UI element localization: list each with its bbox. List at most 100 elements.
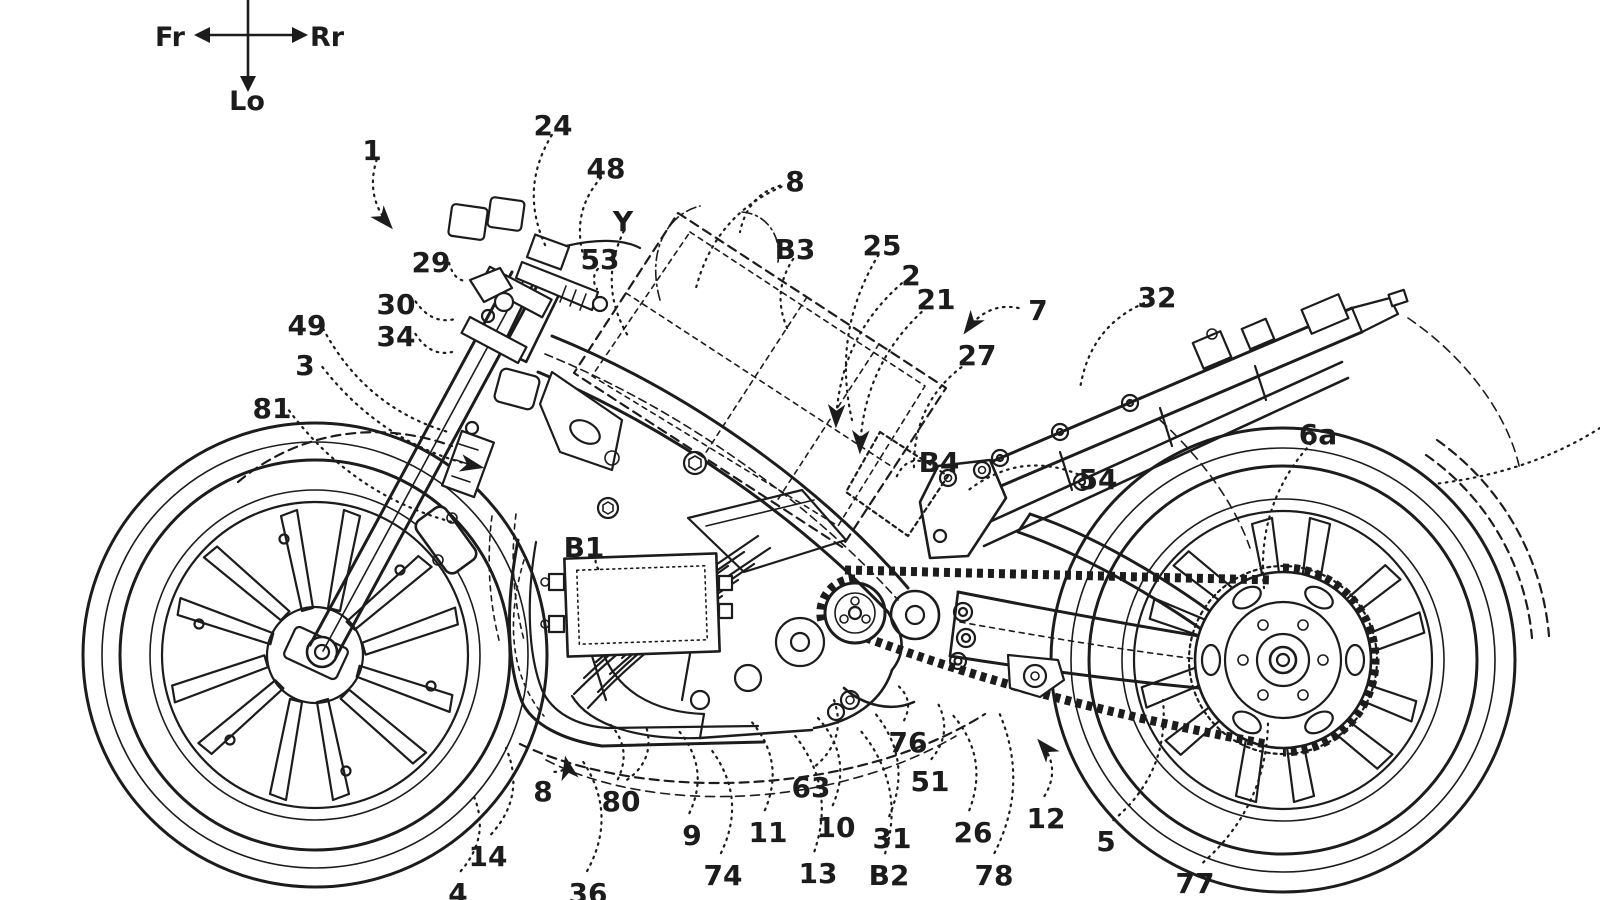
figure-line [1200,585,1366,735]
figure-line [886,610,903,672]
ref-label-63-33: 63 [792,771,831,804]
ref-label-7-16: 7 [1028,294,1047,327]
footpeg-bracket [1006,653,1066,699]
figure-line [564,239,642,250]
figure-line [313,643,331,661]
engine-unit [507,488,1066,748]
figure-line [1424,453,1534,640]
ref-label-74-29: 74 [704,859,743,892]
figure-line [717,574,734,592]
figure-line [512,559,545,717]
leader-B1-22-0 [594,552,604,574]
figure-line [850,596,860,606]
front-sprocket [823,581,887,645]
ref-label-6a-21: 6a [1299,418,1337,451]
figure-line [774,616,826,668]
leader-31-34-0 [872,710,900,818]
leader-34-7-0 [414,332,454,354]
ref-label-76-36: 76 [889,726,928,759]
ref-label-80-24: 80 [602,785,641,818]
figure-line [680,652,692,702]
figure-line [839,689,861,711]
ref-label-11-30: 11 [749,816,788,849]
front-fork-steering [308,196,642,659]
ref-label-2-14: 2 [901,259,920,292]
figure-line [1087,464,1479,856]
seat-rail [956,288,1409,548]
handlebar [514,260,600,312]
leader-B2-35-0 [858,728,893,855]
figure-line [717,602,734,620]
leader-54-20-0 [964,464,1080,494]
ref-label-81-10: 81 [253,392,292,425]
ref-label-8-11: 8 [785,165,804,198]
leader-32-18-0 [1078,302,1146,391]
figure-line [938,468,958,488]
leader-80-24-1 [626,724,650,781]
ref-label-3-9: 3 [295,349,314,382]
ref-label-Y-4: Y [612,205,634,238]
figure-line [292,27,308,43]
figure-line [1257,619,1269,631]
leader-49-8-0 [321,327,450,434]
figure-line [1240,317,1276,351]
rear-sprocket [1187,564,1379,756]
figure-line [741,211,780,263]
figure-line [1282,563,1380,757]
figure-line [1191,330,1233,370]
figure-line [655,205,701,301]
leader-B3-12-0 [779,257,795,332]
figure-line [305,635,339,669]
figure-line [194,27,210,43]
controller-box [563,552,721,658]
figure-line [990,448,1010,468]
leader-11-30-0 [748,718,774,812]
figure-line [982,376,1350,548]
figure-line [590,654,608,702]
ref-label-36-27: 36 [569,877,608,900]
ref-label-27-17: 27 [958,339,997,372]
figure-line [600,648,706,716]
leader-9-28-0 [676,728,699,815]
figure-line [160,500,470,810]
figure-line [955,627,977,649]
leader-4-26-0 [459,790,481,873]
figure-line [995,453,1005,463]
ref-label-10-32: 10 [817,811,856,844]
ref-label-B2-35: B2 [869,859,910,892]
figure-line [606,724,760,730]
figure-line [957,606,969,618]
figure-line [847,605,863,621]
figure-line [446,512,458,524]
figure-line [265,605,365,705]
ref-label-26-38: 26 [954,816,993,849]
front-wheel [81,421,549,889]
leader-8-11-0 [738,184,782,234]
figure-line [789,631,811,653]
figure-line [528,540,610,730]
battery-module-b4 [844,430,950,538]
figure-line [1317,654,1329,666]
figure-line [682,450,708,476]
leader-7-16-0 [963,305,1020,335]
figure-line [834,592,876,634]
ref-label-34-7: 34 [377,320,416,353]
figure-line [953,656,963,666]
figure-line [545,735,957,798]
battery-box-hidden [572,211,950,549]
figure-line [904,604,926,626]
figure-line [1223,600,1343,720]
figure-line [1268,645,1298,675]
ref-label-51-37: 51 [911,765,950,798]
figure-line [572,211,948,549]
figure-line [1232,710,1262,735]
figure-line [1237,654,1249,666]
figure-line [943,473,953,483]
figure-line [569,419,601,445]
figure-line [1050,422,1070,442]
leader-80-24-0 [606,720,625,781]
figure-line [1030,671,1040,681]
ref-label-48-2: 48 [587,152,626,185]
front-brake-caliper [414,505,478,575]
